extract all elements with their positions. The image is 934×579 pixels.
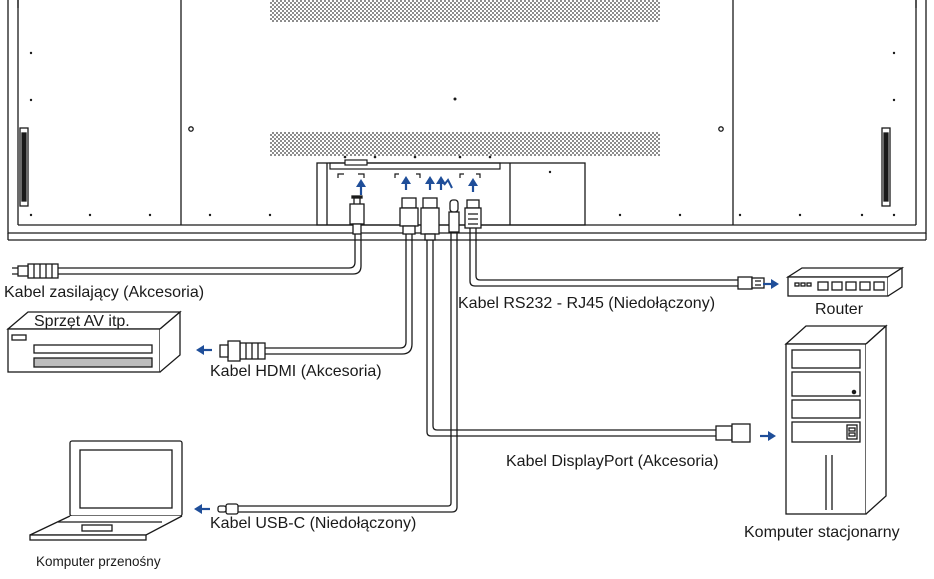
port-strip [329, 159, 501, 178]
router-device [785, 266, 905, 297]
laptop-device [29, 440, 183, 541]
desktop-pc-device [784, 324, 888, 515]
arrow-up-rj45 [468, 178, 478, 192]
plug-displayport [715, 423, 751, 443]
label-power-cable: Kabel zasilający (Akcesoria) [4, 284, 205, 301]
connector-hdmi [399, 197, 419, 235]
arrow-to-laptop [194, 504, 210, 514]
vent-top [270, 0, 660, 22]
rivets [29, 51, 896, 217]
cables [58, 228, 738, 513]
arrow-to-av [196, 345, 212, 355]
arrow-to-pc [760, 431, 776, 441]
label-usbc-cable: Kabel USB-C (Niedołączony) [210, 515, 417, 532]
arrow-up-usbc [436, 176, 453, 190]
label-desktop-pc: Komputer stacjonarny [744, 524, 900, 541]
label-av-device: Sprzęt AV itp. [34, 313, 130, 330]
arrow-to-router [763, 279, 779, 289]
arrow-up-dp [425, 176, 435, 190]
plug-hdmi [219, 340, 266, 362]
label-rs232-cable: Kabel RS232 - RJ45 (Niedołączony) [458, 295, 716, 312]
label-laptop: Komputer przenośny [36, 554, 161, 569]
plug-power [12, 263, 59, 279]
arrows [194, 176, 779, 514]
vent-bottom [270, 132, 660, 156]
connector-displayport [420, 197, 440, 241]
plug-rj45 [737, 276, 765, 290]
label-displayport-cable: Kabel DisplayPort (Akcesoria) [506, 453, 719, 470]
av-device [6, 310, 182, 373]
connector-power [349, 195, 365, 235]
arrow-up-power [356, 179, 366, 195]
connector-usbc [448, 199, 460, 233]
label-router: Router [815, 301, 864, 318]
edge-marks [17, 0, 917, 8]
screw-holes [188, 126, 724, 132]
label-hdmi-cable: Kabel HDMI (Akcesoria) [210, 363, 382, 380]
handles [19, 127, 891, 207]
plug-usbc [217, 503, 239, 515]
arrow-up-hdmi [401, 176, 411, 190]
connector-rj45 [464, 199, 482, 229]
